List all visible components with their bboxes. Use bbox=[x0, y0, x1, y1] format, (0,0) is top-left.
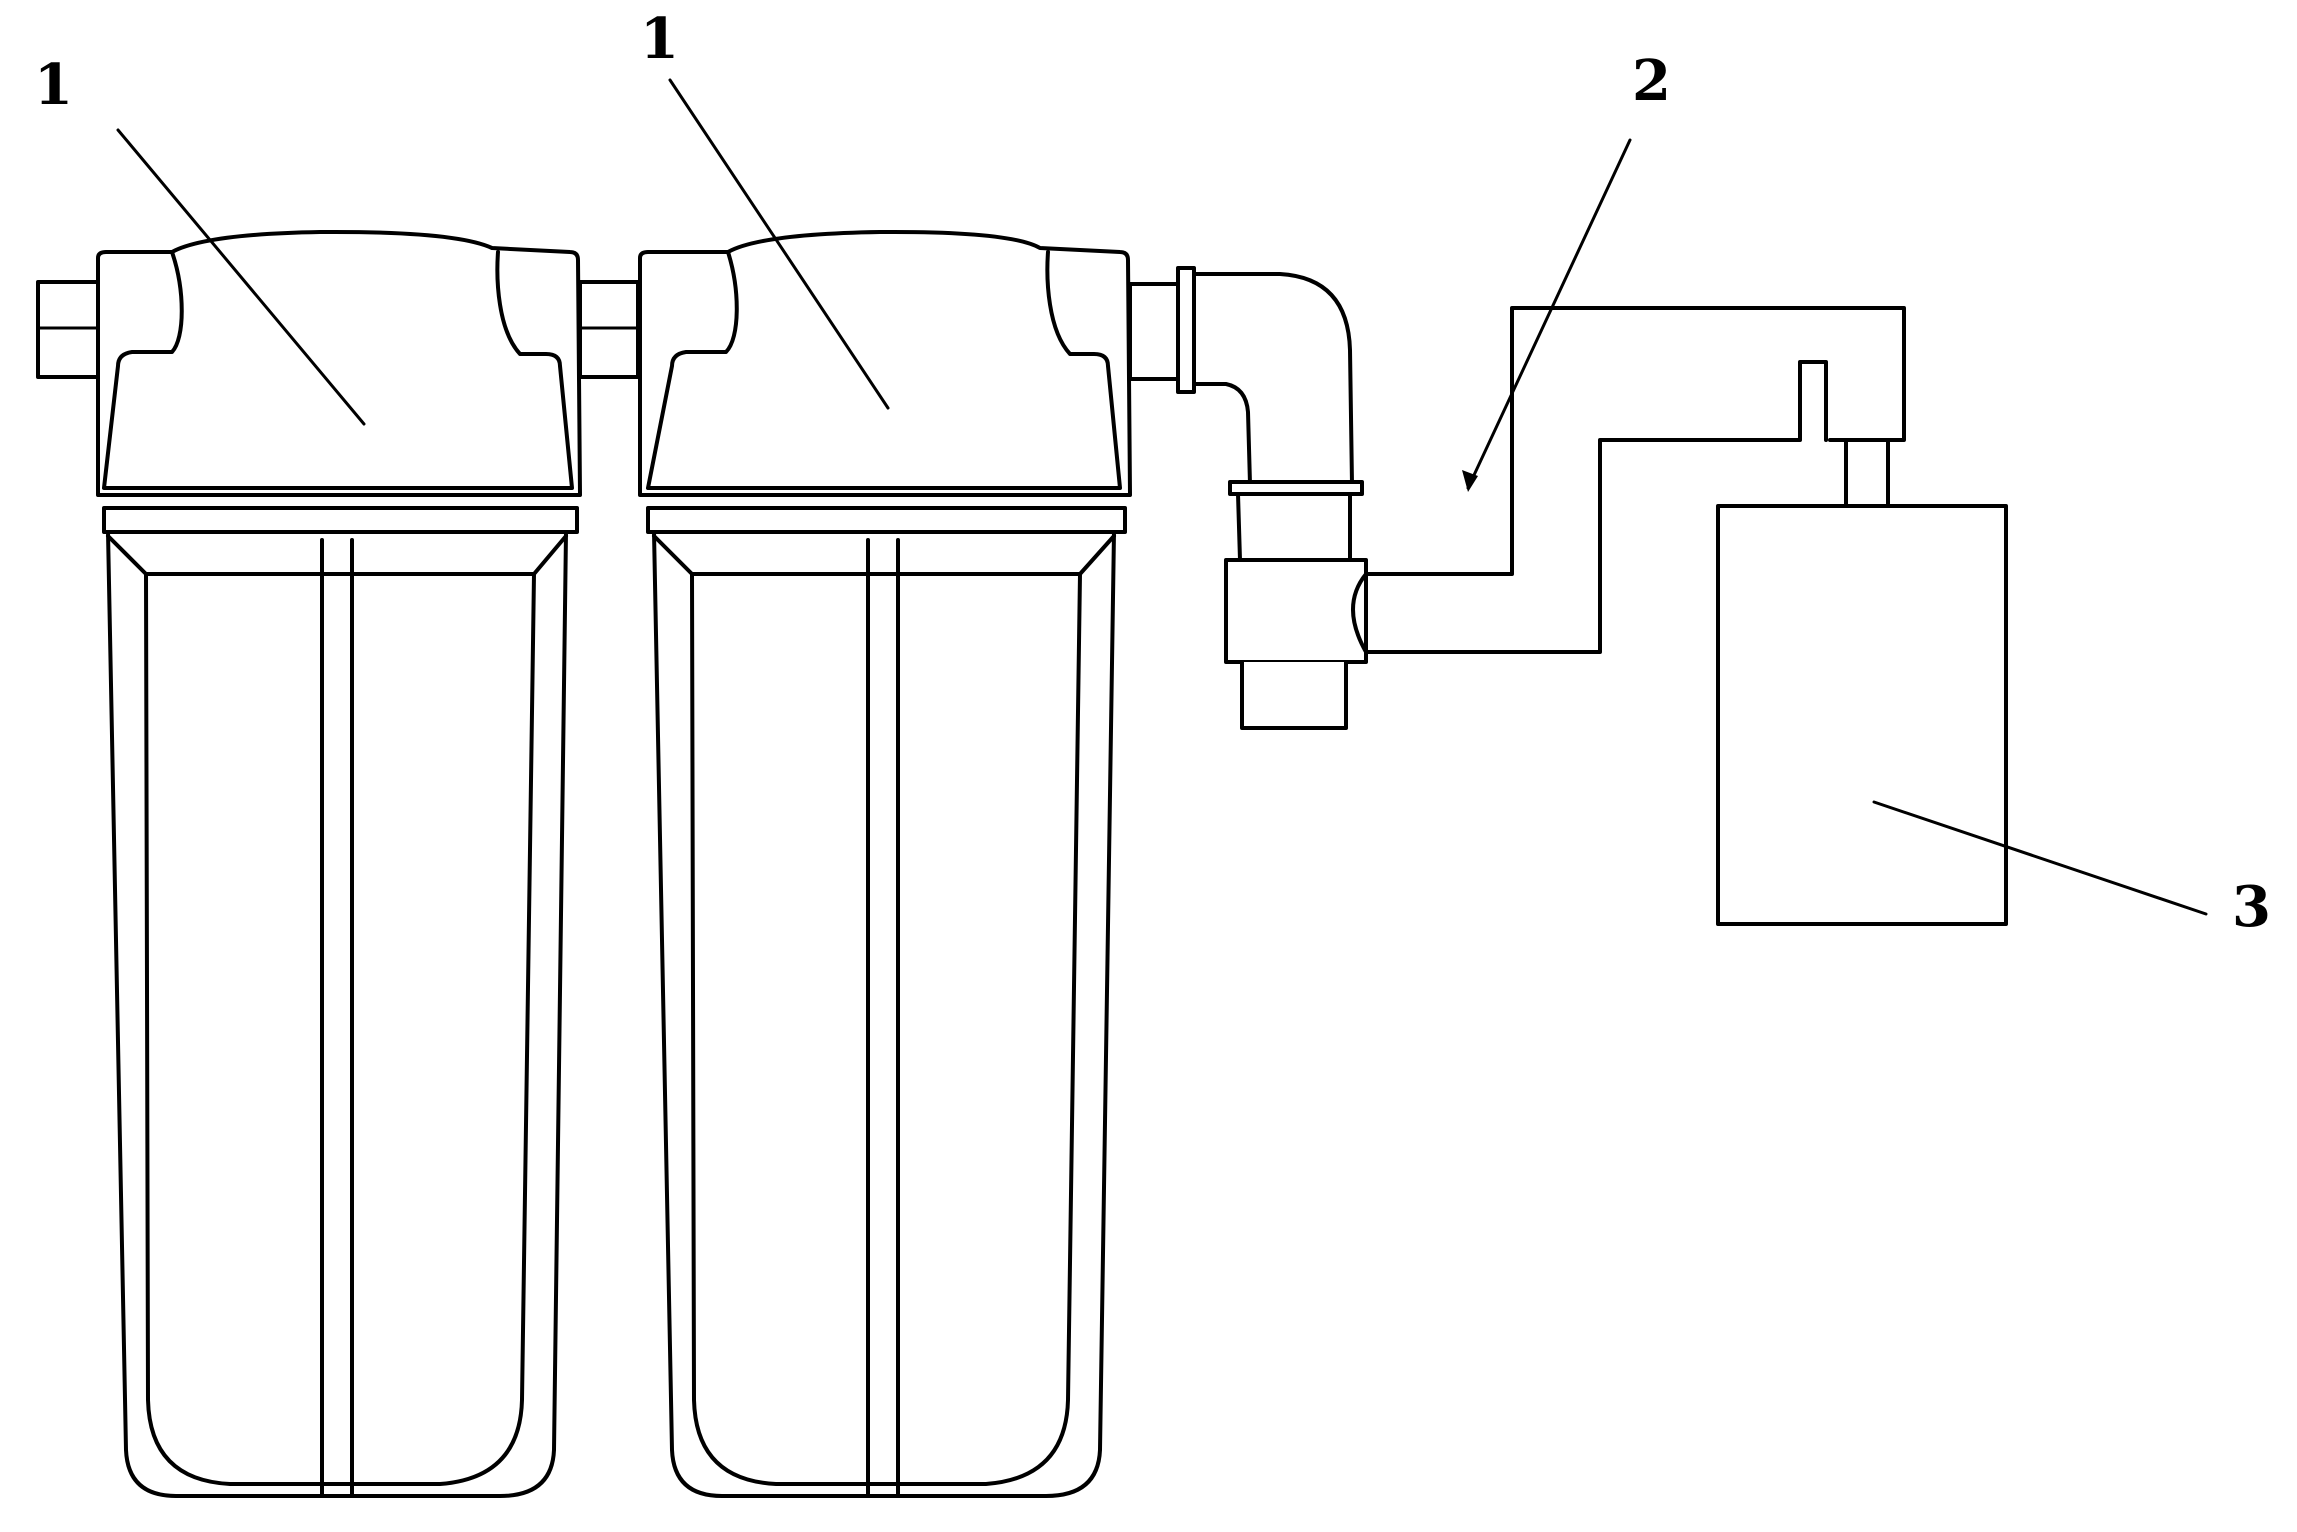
tank-box bbox=[1716, 504, 2008, 926]
leader-line-filter-left bbox=[116, 128, 366, 426]
pipe-clamp bbox=[1228, 480, 1364, 496]
filter-housing-left bbox=[36, 229, 582, 1498]
label-box: 3 bbox=[2232, 874, 2271, 940]
outlet-flange bbox=[1176, 266, 1196, 394]
filter-bowl-left bbox=[106, 530, 568, 1498]
filter-head-right bbox=[638, 229, 1132, 497]
label-filter-left: 1 bbox=[34, 52, 73, 118]
leader-arrowhead-pipe bbox=[1462, 470, 1478, 492]
outlet-elbow-pipe bbox=[1128, 266, 1368, 730]
leader-line-pipe bbox=[1466, 138, 1632, 490]
tee-fitting bbox=[1224, 558, 1368, 664]
filter-bowl-right bbox=[652, 530, 1116, 1498]
label-filter-right: 1 bbox=[640, 6, 679, 72]
filter-ring-left bbox=[102, 506, 579, 534]
branch-pipe bbox=[1351, 306, 1906, 654]
filter-ring-right bbox=[646, 506, 1127, 534]
label-pipe: 2 bbox=[1632, 48, 1671, 114]
leader-line-filter-right bbox=[668, 78, 890, 410]
filter-housing-right bbox=[638, 229, 1132, 1498]
coupling-nut-middle bbox=[578, 280, 640, 379]
outlet-nut bbox=[1128, 282, 1186, 381]
leader-line-box bbox=[1872, 800, 2208, 916]
filter-head-left bbox=[96, 229, 582, 497]
